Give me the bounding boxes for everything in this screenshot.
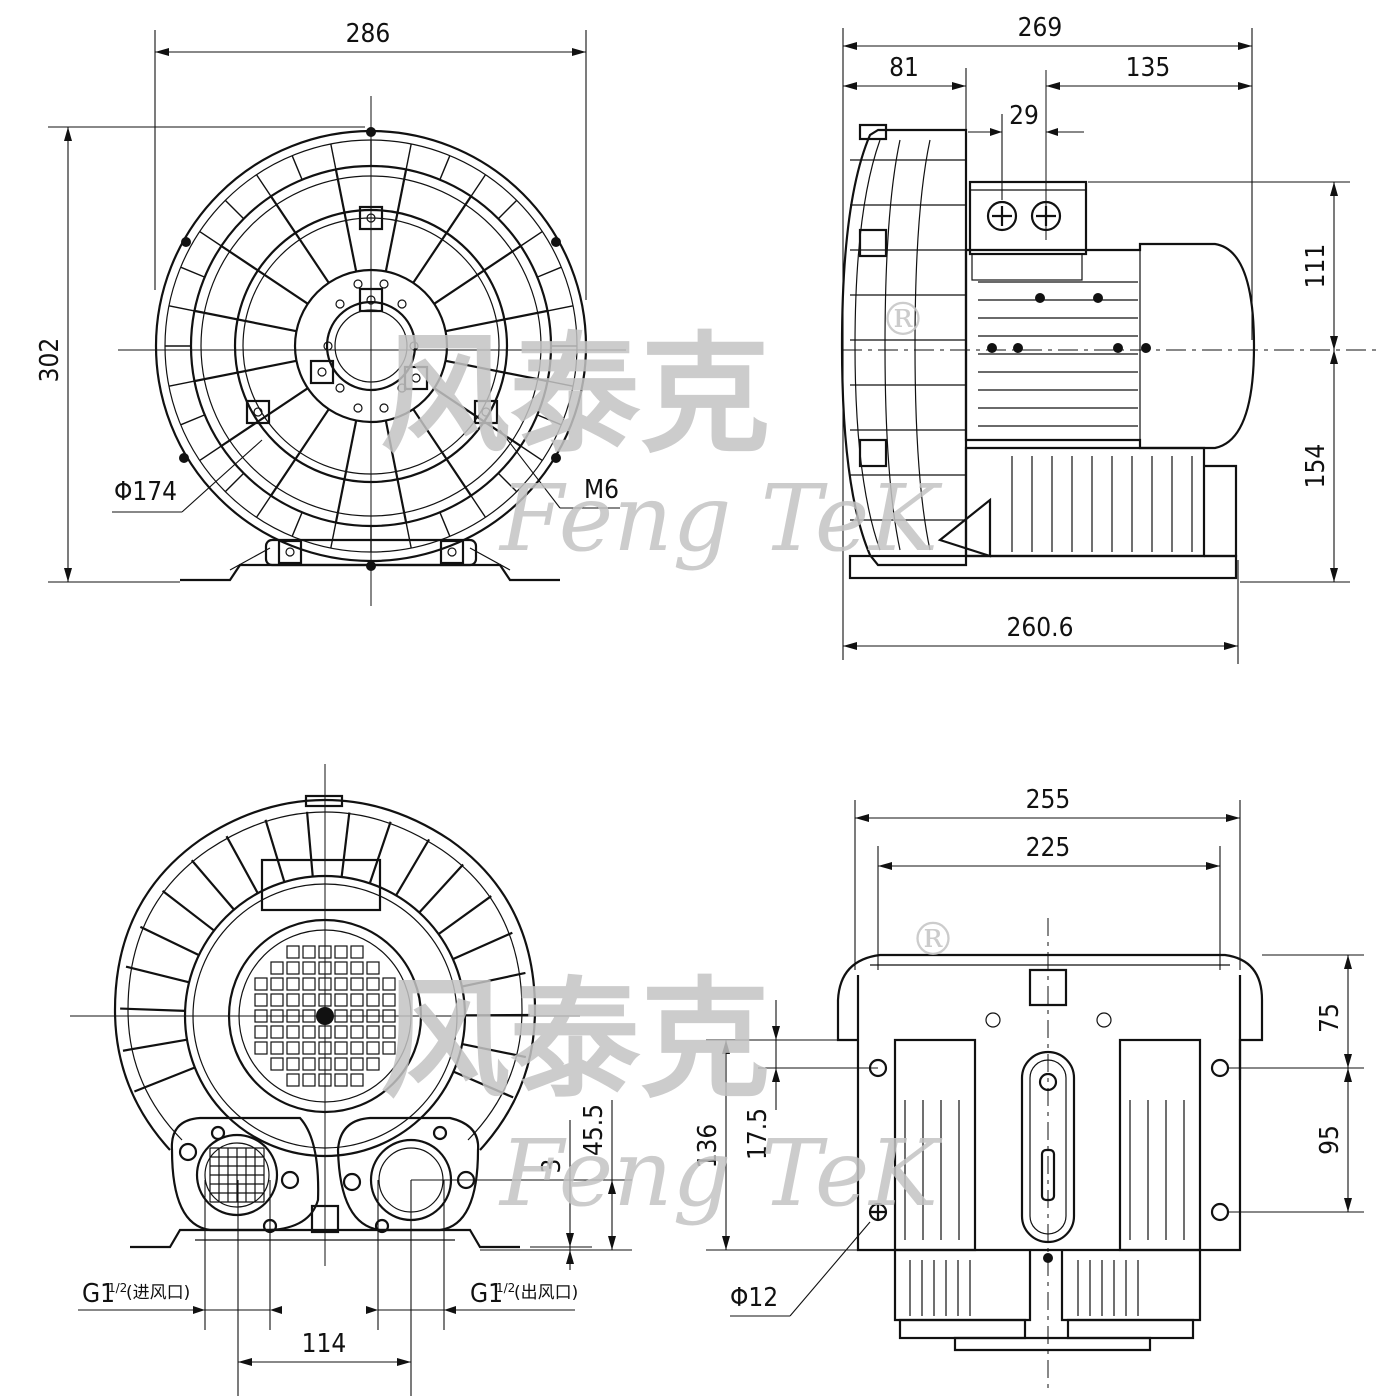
rear-port-spacing-label: 114 — [302, 1329, 347, 1359]
bottom-outer-width-label: 255 — [1026, 785, 1071, 815]
front-height-label: 302 — [35, 338, 65, 383]
side-base-length-label: 260.6 — [1007, 613, 1074, 643]
watermark-top: 风泰克 Feng TeK ® — [380, 292, 943, 572]
rear-port-height-label: 45.5 — [579, 1104, 609, 1156]
front-width-label: 286 — [346, 19, 391, 49]
inlet-port-thread: G1 — [82, 1279, 115, 1309]
watermark-bottom: 风泰克 Feng TeK ® — [380, 912, 956, 1227]
side-terminal-gap-label: 29 — [1009, 101, 1039, 131]
side-lower-height-label: 154 — [1301, 444, 1331, 489]
bottom-lower-spacing-label: 95 — [1315, 1125, 1345, 1155]
side-left-offset-label: 81 — [889, 53, 919, 83]
front-diameter-label: Φ174 — [114, 477, 177, 507]
bottom-total-height-label: 136 — [693, 1124, 723, 1169]
rear-port-offset-label: 3 — [537, 1159, 567, 1174]
watermark-registered: ® — [880, 292, 926, 346]
watermark-registered-2: ® — [910, 912, 956, 966]
watermark-chinese: 风泰克 — [380, 318, 770, 471]
inlet-port-fraction: 1/2 — [108, 1281, 127, 1295]
side-upper-height-label: 111 — [1301, 244, 1331, 289]
side-right-offset-label: 135 — [1126, 53, 1171, 83]
bottom-upper-spacing-label: 75 — [1315, 1003, 1345, 1033]
watermark-chinese-2: 风泰克 — [380, 963, 770, 1116]
rear-view: G1 1/2 (进风口) G1 1/2 (出风口) 114 45.5 3 — [70, 764, 632, 1396]
bottom-hole-diameter-label: Φ12 — [730, 1283, 778, 1313]
bottom-view: 255 225 75 95 136 17.5 Φ12 — [693, 785, 1364, 1390]
front-thread-label: M6 — [584, 475, 619, 505]
watermark-latin: Feng TeK — [498, 465, 943, 572]
side-view: 269 81 135 29 111 154 260.6 — [840, 13, 1380, 664]
bottom-inner-width-label: 225 — [1026, 833, 1071, 863]
front-view: 286 302 Φ174 M6 — [35, 19, 626, 606]
bottom-small-height-label: 17.5 — [743, 1108, 773, 1160]
outlet-port-fraction: 1/2 — [496, 1281, 515, 1295]
side-overall-label: 269 — [1018, 13, 1063, 43]
outlet-port-name: (出风口) — [514, 1283, 578, 1303]
inlet-port-name: (进风口) — [126, 1283, 190, 1303]
watermark-latin-2: Feng TeK — [498, 1120, 943, 1227]
outlet-port-thread: G1 — [470, 1279, 503, 1309]
